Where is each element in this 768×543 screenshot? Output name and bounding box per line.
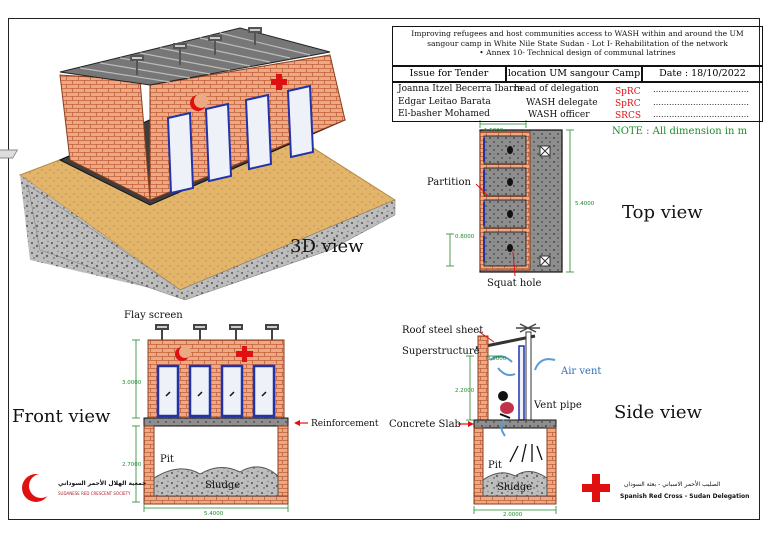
person-name: Joanna Itzel Becerra Ibarra [398, 84, 523, 94]
sprc-logo [578, 468, 754, 508]
partition-leader [475, 183, 489, 197]
reinforcement-label: Reinforcement [311, 419, 379, 429]
3d-doors [166, 84, 315, 195]
3d-roof [59, 27, 331, 86]
3d-gravel-body [27, 184, 396, 301]
front-pit-label: Pit [160, 454, 174, 465]
project-line-2: sangour camp in White Nile State Sudan -… [427, 38, 728, 48]
front-dim-length: 5.4000 [204, 511, 224, 517]
person-org: SpRC [615, 99, 641, 109]
front-view [132, 324, 308, 512]
sprc-arabic-name: الصليب الأحمر الاسباني - بعثة السودان [624, 480, 721, 488]
side-dim-top: 0.5000 [487, 356, 507, 362]
3d-vent-pipes [130, 27, 262, 75]
side-sludge [482, 471, 548, 497]
front-red-cross-symbol [236, 346, 253, 362]
roof-leader [477, 330, 495, 343]
front-doors [156, 364, 276, 418]
front-sludge [153, 466, 279, 497]
3d-roof-ribs [79, 32, 311, 83]
side-wall-front [518, 345, 525, 421]
view-top-label: Top view [622, 202, 703, 223]
front-door-handles [165, 391, 267, 397]
side-air-flow-arrows [489, 355, 556, 437]
side-pit-wall-right [546, 427, 557, 503]
side-odor-arrows [509, 443, 543, 463]
fly-screen-label: Flay screen [124, 310, 183, 321]
signature-line: ……………………………… [653, 98, 749, 107]
sprc-english-name: Spanish Red Cross - Sudan Delegation [620, 493, 749, 500]
project-line-3: • Annex 10- Technical design of communal… [479, 48, 676, 58]
partition-label: Partition [427, 177, 471, 188]
vent-pipe-label: Vent pipe [533, 400, 582, 411]
concrete-slab-arrowhead [468, 421, 474, 427]
person-role: WASH officer [528, 110, 590, 120]
view-front-label: Front view [12, 406, 111, 427]
person-role: WASH delegate [526, 98, 598, 108]
top-stalls [483, 135, 527, 267]
location-cell: location UM sangour Camp [506, 66, 642, 82]
side-pit-label: Pit [488, 460, 502, 471]
date-cell: Date : 18/10/2022 [642, 66, 763, 82]
signature-line: ……………………………… [653, 110, 749, 119]
superstructure-label: Superstructure [402, 346, 480, 357]
3d-red-crescent-symbol [190, 94, 208, 111]
srcs-english-name: SUDANESE RED CRESCENT SOCIETY [58, 491, 131, 496]
side-dimensions [466, 355, 557, 514]
side-view [458, 323, 557, 514]
view-side-label: Side view [614, 402, 703, 423]
reinforcement-arrowhead [294, 420, 300, 426]
view-3d-label: 3D view [290, 236, 364, 257]
side-slab [473, 419, 557, 429]
3d-wall-left [59, 74, 151, 201]
top-dim-door: 0.8000 [455, 234, 475, 240]
front-pit-wall-left [143, 425, 155, 503]
side-vent-cap [516, 323, 540, 333]
srcs-arabic-name: جمعية الهلال الأحمر السوداني [58, 479, 146, 487]
drawing-sheet-border [8, 18, 760, 520]
front-red-crescent-symbol [175, 346, 191, 361]
issue-cell: Issue for Tender [392, 66, 506, 82]
squat-hole-label: Squat hole [487, 278, 542, 289]
side-dim-width: 2.0000 [503, 512, 523, 518]
person-org: SpRC [615, 87, 641, 97]
front-pit-floor [143, 495, 289, 505]
person-name: Edgar Leitao Barata [398, 97, 491, 107]
srcs-logo [14, 468, 124, 508]
dimension-note: NOTE : All dimension in m [612, 126, 748, 137]
roof-steel-sheet-label: Roof steel sheet [402, 325, 483, 336]
squat-hole-leader [512, 251, 516, 277]
three-d-view [0, 27, 397, 301]
side-sludge-label: Sludge [497, 482, 532, 493]
front-dim-super: 3.0000 [122, 380, 142, 386]
top-dim-width: 1.5000 [484, 128, 504, 134]
front-dim-pit: 2.7000 [122, 462, 142, 468]
side-dim-height: 2.2000 [455, 388, 475, 394]
title-block-people: Joanna Itzel Becerra Ibarra head of dele… [392, 82, 763, 122]
signature-line: ……………………………… [653, 85, 749, 94]
front-slab [143, 417, 289, 427]
top-dim-length: 5.4000 [575, 201, 595, 207]
front-sludge-label: Sludge [205, 480, 240, 491]
air-vent-label: Air vent [560, 366, 601, 377]
3d-slab-hatch-detail [0, 149, 19, 159]
3d-red-cross-symbol [271, 74, 287, 90]
front-pit-wall-right [277, 425, 289, 503]
side-pit-floor [473, 495, 557, 505]
front-dimensions [132, 339, 289, 512]
top-squat-holes [507, 146, 513, 252]
side-vent-pipe [525, 331, 532, 423]
side-person-figure [498, 391, 514, 419]
concrete-slab-label: Concrete Slab [389, 419, 461, 430]
top-vent-boxes [539, 145, 551, 267]
project-line-1: Improving refugees and host communities … [411, 29, 744, 38]
title-block-project: Improving refugees and host communities … [392, 26, 763, 66]
side-pit-wall-left [473, 427, 484, 503]
person-org: SRCS [615, 111, 641, 121]
top-view [446, 120, 574, 277]
person-name: El-basher Mohamed [398, 109, 490, 119]
person-role: head of delegation [514, 84, 599, 94]
